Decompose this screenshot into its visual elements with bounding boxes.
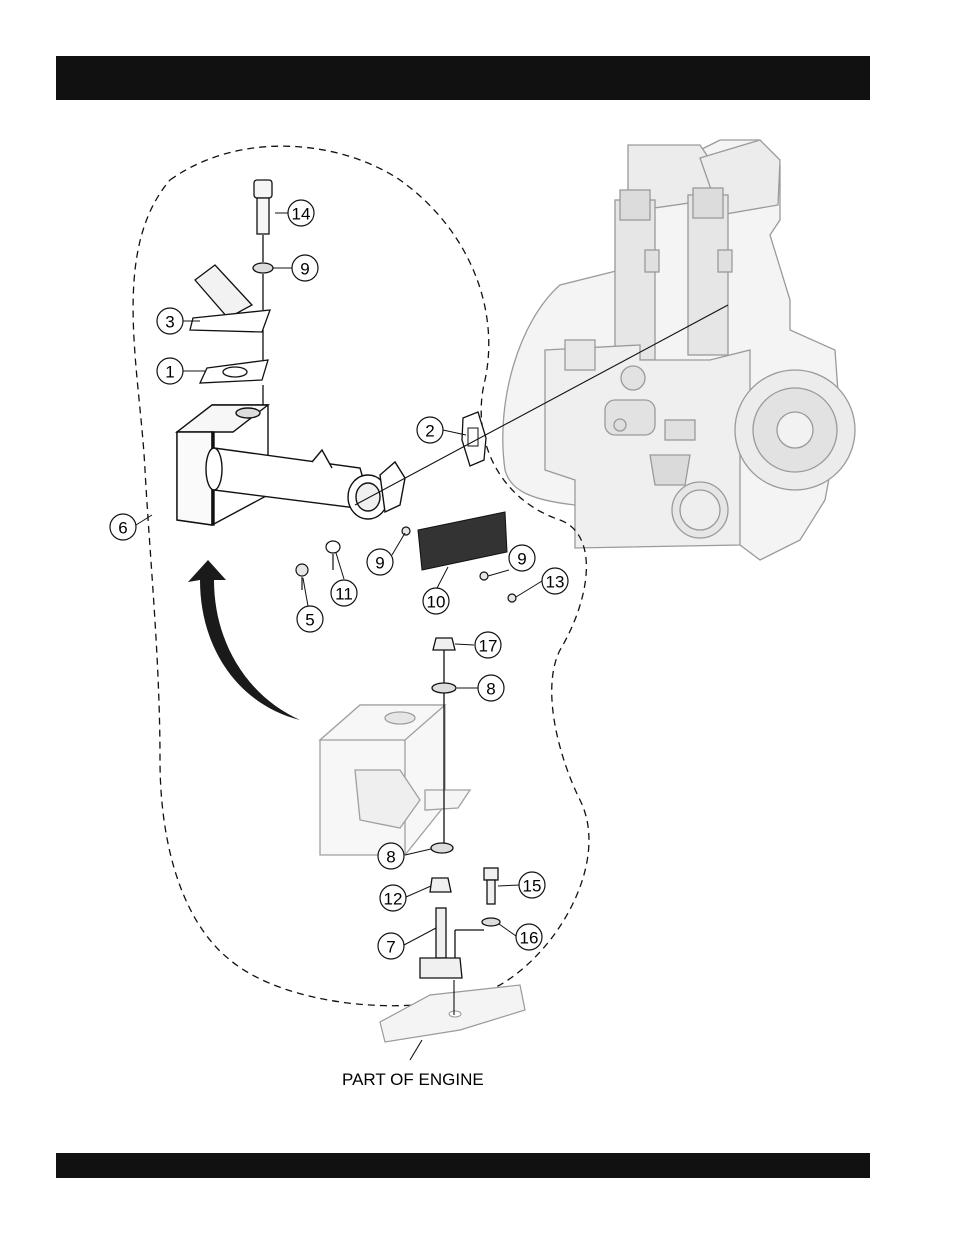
assembly-arrow	[188, 560, 300, 720]
callout-number: 2	[425, 422, 434, 441]
callout-c3: 3	[157, 308, 183, 334]
callout-c2: 2	[417, 417, 443, 443]
callout-c11: 11	[331, 580, 357, 606]
callout-number: 6	[118, 519, 127, 538]
callout-number: 5	[305, 611, 314, 630]
callout-c1: 1	[157, 358, 183, 384]
callout-number: 1	[165, 363, 174, 382]
callout-number: 14	[292, 205, 311, 224]
callout-c6: 6	[110, 514, 136, 540]
callout-c8a: 8	[478, 675, 504, 701]
callout-number: 8	[486, 680, 495, 699]
exhaust-elbow	[190, 265, 270, 383]
callout-number: 11	[335, 585, 353, 604]
callout-number: 8	[386, 848, 395, 867]
callout-number: 12	[384, 890, 403, 909]
callout-c17: 17	[475, 632, 501, 658]
callout-c12: 12	[380, 885, 406, 911]
callout-c15: 15	[519, 872, 545, 898]
callout-c9c: 9	[509, 545, 535, 571]
callout-c8b: 8	[378, 843, 404, 869]
callout-number: 9	[300, 260, 309, 279]
lower-muffler	[320, 705, 470, 855]
callout-number: 15	[523, 877, 542, 896]
muffler	[177, 405, 405, 525]
callout-number: 7	[386, 938, 395, 957]
engine-illustration	[503, 140, 855, 560]
callout-c5: 5	[297, 606, 323, 632]
callout-c10: 10	[423, 588, 449, 614]
callout-number: 10	[427, 593, 446, 612]
callout-number: 17	[479, 637, 498, 656]
engine-label: PART OF ENGINE	[342, 1070, 484, 1089]
callout-c14: 14	[288, 200, 314, 226]
callout-number: 16	[520, 929, 539, 948]
callout-c7: 7	[378, 933, 404, 959]
callout-c16: 16	[516, 924, 542, 950]
callout-number: 3	[165, 313, 174, 332]
spark-arrestor-screen	[418, 512, 507, 570]
callout-number: 13	[546, 573, 565, 592]
callout-c13: 13	[542, 568, 568, 594]
callout-number: 9	[375, 554, 384, 573]
callout-number: 9	[517, 550, 526, 569]
callout-c9b: 9	[367, 549, 393, 575]
callout-c9a: 9	[292, 255, 318, 281]
